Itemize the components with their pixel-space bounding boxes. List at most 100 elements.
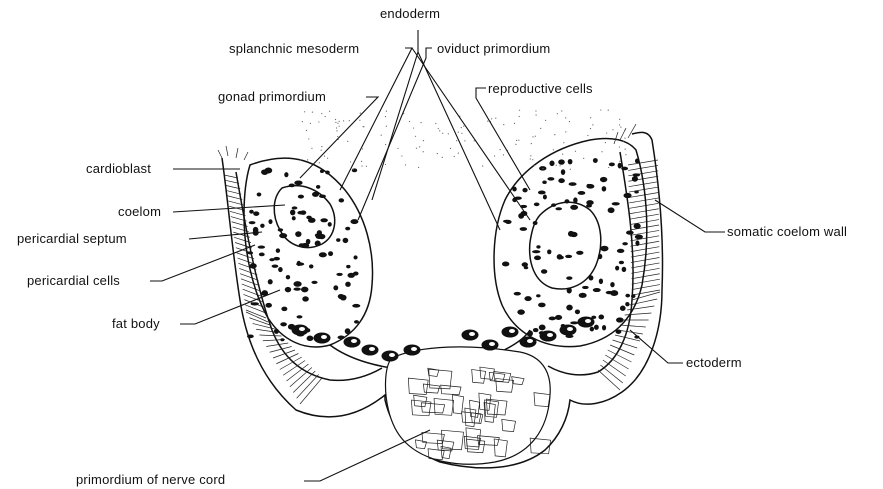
cell-nucleus (551, 203, 556, 206)
background-speck (495, 117, 496, 118)
cell-nucleus (566, 276, 572, 280)
background-speck (569, 121, 570, 122)
cell-nucleus (345, 328, 351, 334)
cell-nucleus (272, 264, 279, 267)
ectoderm-column-stroke (631, 268, 659, 273)
background-speck (385, 116, 386, 117)
cell-nucleus (567, 288, 572, 294)
background-speck (625, 154, 626, 155)
cell-nucleus (260, 224, 264, 228)
cell-nucleus (294, 180, 302, 185)
cell-nucleus (298, 195, 304, 199)
cell-nucleus (317, 230, 322, 236)
cell-nucleus (289, 184, 295, 188)
left-coelom-cavity (274, 186, 334, 248)
background-speck (530, 155, 531, 156)
cell-nucleus (320, 218, 328, 222)
cell-nucleus (618, 163, 622, 169)
cell-nucleus (558, 159, 565, 164)
background-speck (608, 110, 609, 111)
cell-nucleus (570, 205, 578, 210)
background-speck (349, 120, 350, 121)
ectoderm-column-stroke (630, 236, 659, 241)
cell-nucleus (565, 255, 572, 258)
cell-nucleus (308, 218, 316, 223)
background-speck (606, 132, 607, 133)
cell-nucleus (268, 219, 272, 224)
leader-endoderm (372, 30, 500, 230)
cell-nucleus (309, 264, 314, 268)
background-speck (339, 126, 340, 127)
cell-nucleus (536, 245, 540, 248)
ectoderm-column-stroke (603, 360, 626, 376)
cell-nucleus (600, 246, 608, 252)
background-speck (561, 110, 562, 111)
cell-nucleus (350, 219, 358, 224)
background-speck (587, 135, 588, 136)
cell-nucleus (265, 303, 272, 308)
cell-nucleus (319, 194, 326, 198)
background-speck (442, 157, 443, 158)
cell-nucleus (316, 236, 324, 239)
background-speck (590, 117, 591, 118)
background-speck (554, 134, 555, 135)
cell-nucleus (617, 249, 625, 253)
background-speck (311, 148, 312, 149)
cell-nucleus (337, 336, 344, 340)
cell-nucleus (610, 290, 618, 296)
ectoderm-column-stroke (632, 292, 660, 300)
ectoderm-column-stroke (631, 247, 660, 252)
background-speck (518, 140, 519, 141)
background-speck (318, 121, 319, 122)
label-splanchnic-mesoderm: splanchnic mesoderm (229, 41, 359, 56)
background-speck (419, 146, 420, 147)
cell-nucleus (555, 315, 562, 320)
cell-nucleus (625, 302, 629, 306)
fat-body-vacuole (527, 339, 533, 343)
cell-nucleus (336, 273, 342, 276)
cell-nucleus (517, 309, 525, 314)
background-speck (385, 164, 386, 165)
fat-body-vacuole (369, 347, 375, 351)
label-reproductive-cells: reproductive cells (488, 81, 593, 96)
fat-body-vacuole (489, 342, 495, 346)
cell-nucleus (257, 192, 262, 196)
cell-nuclei (247, 109, 643, 341)
cell-nucleus (352, 168, 357, 172)
cell-nucleus (299, 243, 305, 246)
cell-nucleus (280, 338, 284, 341)
cell-nucleus (631, 294, 635, 298)
background-speck (409, 121, 410, 122)
cell-nucleus (561, 169, 565, 175)
background-speck (534, 165, 535, 166)
cell-nucleus (312, 192, 319, 197)
background-speck (359, 120, 360, 121)
fat-body-vacuole (299, 327, 305, 331)
cell-nucleus (503, 220, 510, 223)
cell-nucleus (297, 261, 301, 266)
background-speck (559, 165, 560, 166)
cell-nucleus (247, 251, 253, 254)
background-speck (405, 164, 406, 165)
cell-nucleus (635, 158, 639, 163)
cell-nucleus (328, 251, 333, 256)
cell-nucleus (570, 321, 578, 324)
fat-body-vacuole (351, 339, 357, 343)
background-speck (458, 132, 459, 133)
cell-nucleus (635, 235, 643, 240)
background-speck (575, 151, 576, 152)
background-speck (329, 111, 330, 112)
label-fat-body: fat body (112, 316, 160, 331)
background-speck (545, 120, 546, 121)
background-speck (448, 133, 449, 134)
cell-nucleus (354, 320, 359, 324)
background-speck (620, 127, 621, 128)
background-speck (624, 137, 625, 138)
background-speck (300, 159, 301, 160)
background-speck (494, 155, 495, 156)
label-oviduct-primordium: oviduct primordium (437, 41, 550, 56)
background-speck (306, 130, 307, 131)
cell-nucleus (280, 322, 287, 326)
background-speck (325, 116, 326, 117)
